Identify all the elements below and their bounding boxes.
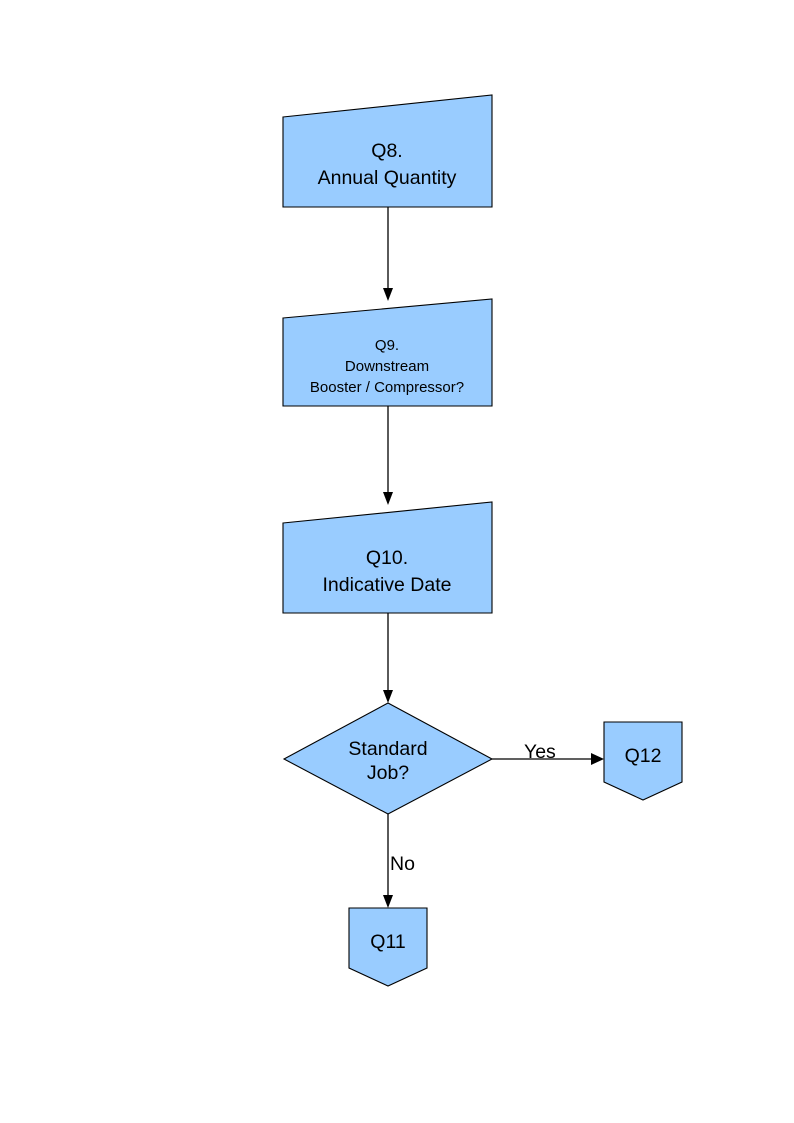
node-q9-shape[interactable] xyxy=(282,298,493,407)
edge-q8-to-q9-arrowhead xyxy=(383,288,393,301)
node-q8-line1: Q8. xyxy=(371,140,402,162)
edge-decision-to-q11-arrowhead xyxy=(383,895,393,908)
edge-label-no: No xyxy=(390,853,415,875)
node-q10-shape[interactable] xyxy=(282,501,493,614)
edge-decision-to-q12-arrowhead xyxy=(591,753,604,765)
node-q11-label: Q11 xyxy=(370,931,405,953)
node-q9-line3: Booster / Compressor? xyxy=(310,379,464,396)
node-q12[interactable]: Q12 xyxy=(603,721,683,801)
node-q8-shape[interactable] xyxy=(282,94,493,208)
edge-label-yes: Yes xyxy=(524,741,556,763)
node-q10-line2: Indicative Date xyxy=(323,574,452,596)
node-q9[interactable]: Q9. Downstream Booster / Compressor? xyxy=(282,298,493,407)
node-q11[interactable]: Q11 xyxy=(348,907,428,987)
node-q9-line1: Q9. xyxy=(375,337,399,354)
edge-q8-to-q9 xyxy=(383,207,393,301)
node-q11-shape[interactable] xyxy=(348,907,428,987)
edge-decision-to-q11: No xyxy=(383,814,415,908)
edge-q10-to-decision xyxy=(383,613,393,703)
node-decision-line2: Job? xyxy=(367,762,409,784)
node-q8[interactable]: Q8. Annual Quantity xyxy=(282,94,493,208)
node-q9-line2: Downstream xyxy=(345,358,429,375)
node-decision-standard-job[interactable]: Standard Job? xyxy=(282,702,494,815)
node-decision-line1: Standard xyxy=(348,738,427,760)
node-q12-shape[interactable] xyxy=(603,721,683,801)
edge-q10-to-decision-arrowhead xyxy=(383,690,393,703)
edge-q9-to-q10-arrowhead xyxy=(383,492,393,505)
edge-q9-to-q10 xyxy=(383,406,393,505)
node-q12-label: Q12 xyxy=(625,745,662,767)
edge-decision-to-q12: Yes xyxy=(492,741,604,765)
node-q10-line1: Q10. xyxy=(366,547,408,569)
node-q8-line2: Annual Quantity xyxy=(318,167,457,189)
node-q10[interactable]: Q10. Indicative Date xyxy=(282,501,493,614)
